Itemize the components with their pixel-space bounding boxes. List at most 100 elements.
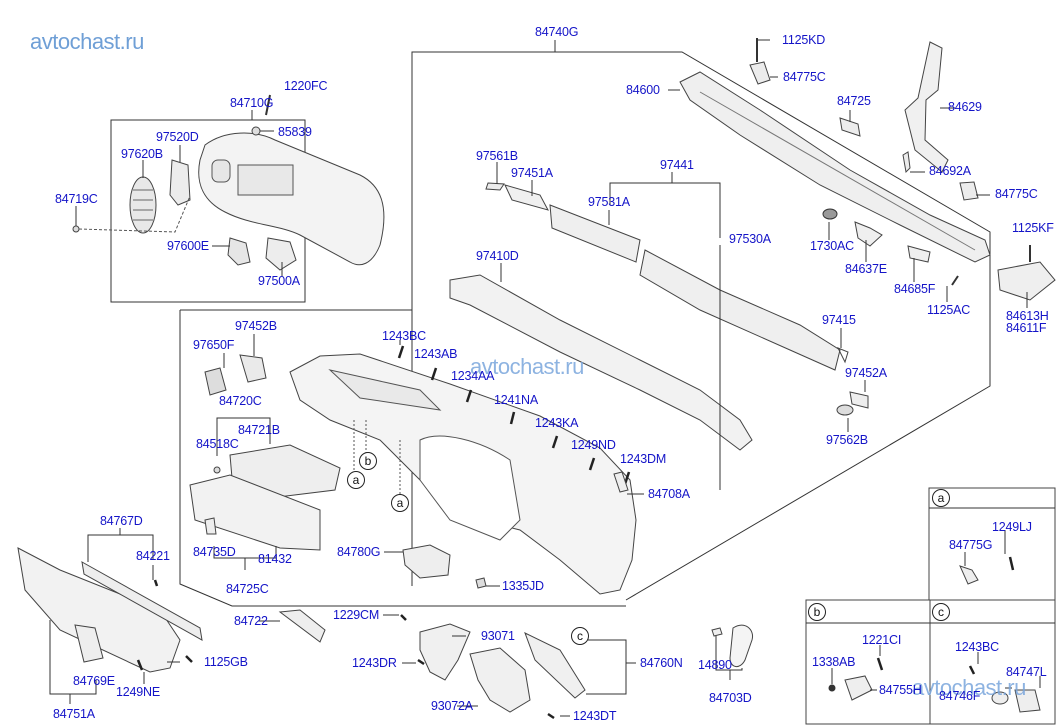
- part-label-97600E[interactable]: 97600E: [167, 239, 209, 253]
- leader-lines: [75, 39, 1041, 717]
- duct-97451A: [504, 184, 549, 211]
- clip-14890: [711, 627, 723, 637]
- detail-box-b-header: b: [808, 603, 826, 621]
- part-label-1243BC[interactable]: 1243BC: [382, 329, 426, 343]
- part-label-84740G[interactable]: 84740G: [535, 25, 579, 39]
- part-label-84769E[interactable]: 84769E: [73, 674, 115, 688]
- part-label-14890[interactable]: 14890: [698, 658, 732, 672]
- part-label-1243DM[interactable]: 1243DM: [620, 452, 667, 466]
- part-label-97441[interactable]: 97441: [660, 158, 694, 172]
- part-label-97452B[interactable]: 97452B: [235, 319, 277, 333]
- fasteners: [136, 345, 631, 720]
- part-label-84755H[interactable]: 84755H: [879, 683, 922, 697]
- part-label-93072A[interactable]: 93072A: [431, 699, 473, 713]
- part-label-97561B[interactable]: 97561B: [476, 149, 518, 163]
- part-label-84775G[interactable]: 84775G: [949, 538, 993, 552]
- part-label-85839[interactable]: 85839: [278, 125, 312, 139]
- bracket-84629: [904, 41, 949, 173]
- assembly-bracket-84740G: [411, 51, 991, 601]
- part-label-84725[interactable]: 84725: [837, 94, 871, 108]
- part-label-97451A[interactable]: 97451A: [511, 166, 553, 180]
- part-label-84637E[interactable]: 84637E: [845, 262, 887, 276]
- part-label-1229CM[interactable]: 1229CM: [333, 608, 380, 622]
- part-label-84751A[interactable]: 84751A: [53, 707, 95, 721]
- part-label-1243AB[interactable]: 1243AB: [414, 347, 458, 361]
- part-label-97650F[interactable]: 97650F: [193, 338, 235, 352]
- part-label-84722[interactable]: 84722: [234, 614, 268, 628]
- part-label-84747L[interactable]: 84747L: [1006, 665, 1047, 679]
- part-label-1338AB[interactable]: 1338AB: [812, 655, 856, 669]
- cover-84769E: [74, 624, 104, 663]
- part-label-84767D[interactable]: 84767D: [100, 514, 143, 528]
- part-label-84775C-top[interactable]: 84775C: [783, 70, 826, 84]
- part-label-84221[interactable]: 84221: [136, 549, 170, 563]
- part-label-84600[interactable]: 84600: [626, 83, 660, 97]
- part-label-97520D[interactable]: 97520D: [156, 130, 199, 144]
- part-label-84710G[interactable]: 84710G: [230, 96, 274, 110]
- part-label-1234AA[interactable]: 1234AA: [451, 369, 495, 383]
- part-label-97415[interactable]: 97415: [822, 313, 856, 327]
- part-label-84611F[interactable]: 84611F: [1006, 321, 1047, 335]
- vent-97620B: [129, 176, 157, 234]
- part-label-1125AC[interactable]: 1125AC: [927, 303, 971, 317]
- part-label-93071[interactable]: 93071: [481, 629, 515, 643]
- part-label-1243DT[interactable]: 1243DT: [573, 709, 617, 723]
- side-cover-84703D: [729, 624, 754, 667]
- part-label-84725C[interactable]: 84725C: [226, 582, 269, 596]
- part-label-97452A[interactable]: 97452A: [845, 366, 887, 380]
- part-label-84721B[interactable]: 84721B: [238, 423, 280, 437]
- part-97415: [836, 347, 849, 364]
- vent-97452B: [239, 354, 267, 383]
- part-label-84780G[interactable]: 84780G: [337, 545, 381, 559]
- detail-box-a-header: a: [932, 489, 950, 507]
- main-boundary-left: [179, 310, 626, 607]
- part-label-84708A[interactable]: 84708A: [648, 487, 690, 501]
- part-label-1730AC[interactable]: 1730AC: [810, 239, 854, 253]
- part-label-84629[interactable]: 84629: [948, 100, 982, 114]
- part-label-84685F[interactable]: 84685F: [894, 282, 936, 296]
- part-label-1243KA[interactable]: 1243KA: [535, 416, 579, 430]
- part-label-1249NE[interactable]: 1249NE: [116, 685, 160, 699]
- part-label-97500A[interactable]: 97500A: [258, 274, 300, 288]
- shroud-93071: [419, 623, 471, 681]
- part-label-97410D[interactable]: 97410D: [476, 249, 519, 263]
- part-label-84703D[interactable]: 84703D: [709, 691, 752, 705]
- part-label-97562B[interactable]: 97562B: [826, 433, 868, 447]
- marker-a-2: a: [391, 494, 409, 512]
- part-label-97530A[interactable]: 97530A: [729, 232, 771, 246]
- part-label-97531A[interactable]: 97531A: [588, 195, 630, 209]
- part-label-1125KF[interactable]: 1125KF: [1012, 221, 1054, 235]
- cluster-opening: [419, 435, 521, 541]
- part-label-1241NA[interactable]: 1241NA: [494, 393, 538, 407]
- detail-box-c-header: c: [932, 603, 950, 621]
- part-label-1335JD[interactable]: 1335JD: [502, 579, 544, 593]
- part-label-1243DR[interactable]: 1243DR: [352, 656, 397, 670]
- part-label-84719C[interactable]: 84719C: [55, 192, 98, 206]
- part-label-84720C[interactable]: 84720C: [219, 394, 262, 408]
- part-label-1249ND[interactable]: 1249ND: [571, 438, 616, 452]
- detail-box-c: [929, 599, 1056, 725]
- bracket-84775C-top: [749, 61, 771, 85]
- bracket-84767D: [81, 561, 203, 641]
- part-label-1125KD[interactable]: 1125KD: [782, 33, 826, 47]
- part-label-1221CI[interactable]: 1221CI: [862, 633, 902, 647]
- cover-84760N: [524, 632, 586, 699]
- part-label-97620B[interactable]: 97620B: [121, 147, 163, 161]
- glovebox-door-84725C: [189, 474, 321, 551]
- part-label-1125GB[interactable]: 1125GB: [204, 655, 248, 669]
- part-label-1220FC[interactable]: 1220FC: [284, 79, 328, 93]
- part-label-1249LJ[interactable]: 1249LJ: [992, 520, 1032, 534]
- part-label-84746F[interactable]: 84746F: [939, 689, 981, 703]
- part-label-84692A[interactable]: 84692A: [929, 164, 971, 178]
- bracket-84692A: [902, 151, 911, 174]
- part-label-81432[interactable]: 81432: [258, 552, 292, 566]
- part-label-84518C[interactable]: 84518C: [196, 437, 239, 451]
- part-label-84775C-right[interactable]: 84775C: [995, 187, 1038, 201]
- part-label-84760N[interactable]: 84760N: [640, 656, 683, 670]
- part-label-84735D[interactable]: 84735D: [193, 545, 236, 559]
- part-label-1243BC-detail[interactable]: 1243BC: [955, 640, 999, 654]
- bracket-84775G: [959, 565, 979, 585]
- part-label-84613H[interactable]: 84613H: [1006, 309, 1049, 323]
